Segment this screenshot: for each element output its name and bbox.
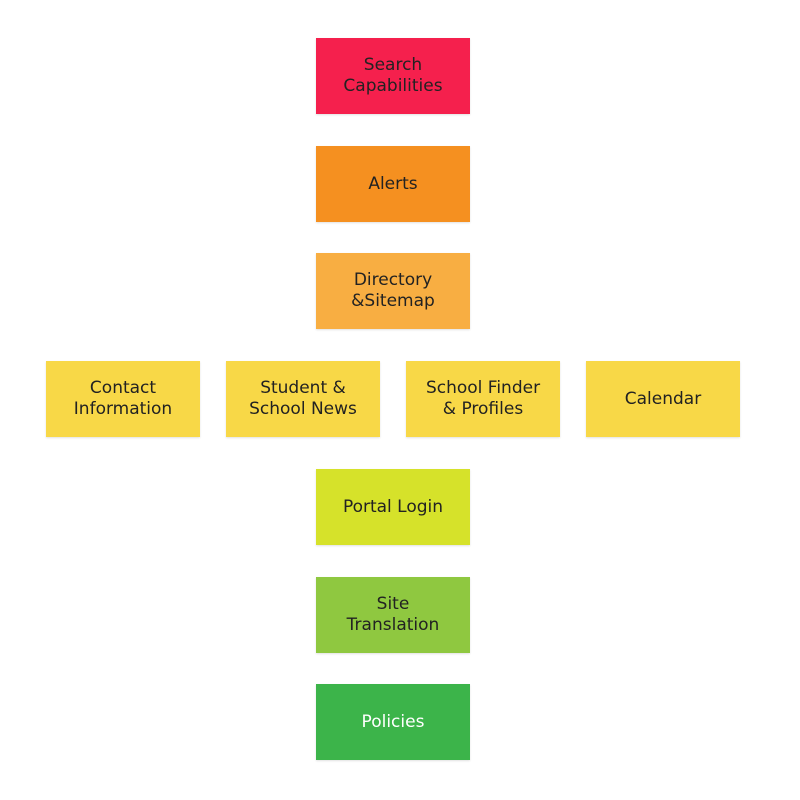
box-label-contact-information: Contact Information xyxy=(73,378,173,419)
box-school-finder-profiles: School Finder & Profiles xyxy=(406,361,560,437)
box-calendar: Calendar xyxy=(586,361,740,437)
box-student-school-news: Student & School News xyxy=(226,361,380,437)
box-label-site-translation: Site Translation xyxy=(346,594,440,635)
box-search-capabilities: Search Capabilities xyxy=(316,38,470,114)
box-site-translation: Site Translation xyxy=(316,577,470,653)
box-alerts: Alerts xyxy=(316,146,470,222)
box-label-policies: Policies xyxy=(361,711,425,732)
box-policies: Policies xyxy=(316,684,470,760)
box-label-search-capabilities: Search Capabilities xyxy=(343,55,443,96)
box-label-school-finder-profiles: School Finder & Profiles xyxy=(425,378,541,419)
box-directory-sitemap: Directory &Sitemap xyxy=(316,253,470,329)
box-label-portal-login: Portal Login xyxy=(342,496,444,517)
box-label-directory-sitemap: Directory &Sitemap xyxy=(351,270,435,311)
box-label-student-school-news: Student & School News xyxy=(249,378,357,419)
box-label-alerts: Alerts xyxy=(368,173,418,194)
box-label-calendar: Calendar xyxy=(624,388,702,409)
box-portal-login: Portal Login xyxy=(316,469,470,545)
box-contact-information: Contact Information xyxy=(46,361,200,437)
